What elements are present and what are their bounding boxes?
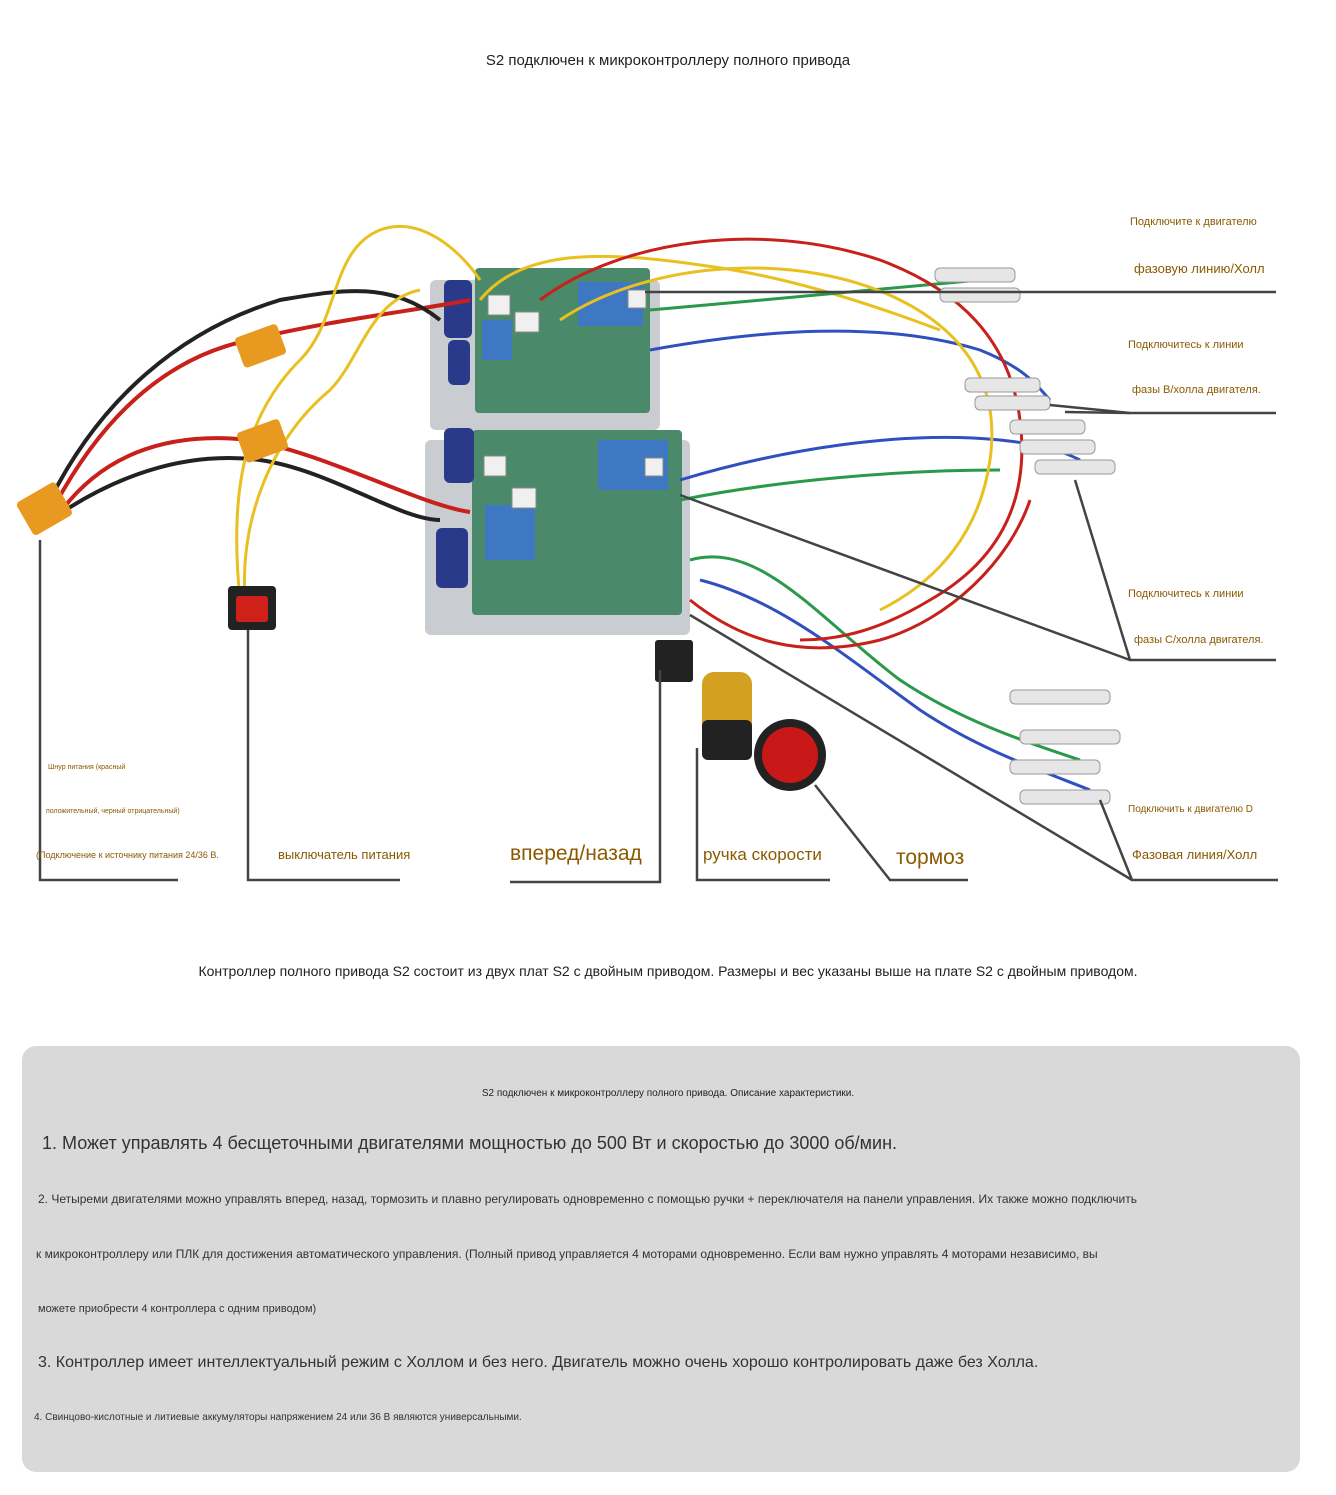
board-connector-2 [514, 311, 540, 333]
feature-item-3: 3. Контроллер имеет интеллектуальный реж… [38, 1354, 1039, 1371]
leader-direction [510, 670, 662, 884]
leader-switch [246, 630, 400, 882]
board-connector-4 [483, 455, 507, 477]
leader-power [38, 540, 178, 882]
label-brake: тормоз [896, 846, 965, 869]
power-switch-rocker [236, 596, 268, 622]
features-panel [22, 1046, 1300, 1472]
label-phase-b-line1: Подключитесь к линии [1128, 339, 1244, 351]
label-direction: вперед/назад [510, 842, 642, 865]
capacitor-4 [436, 528, 468, 588]
direction-switch [655, 640, 693, 682]
leader-phase-c [1073, 479, 1276, 662]
feature-item-4: 4. Свинцово-кислотные и литиевые аккумул… [34, 1412, 522, 1423]
label-phase-b-line2: фазы B/холла двигателя. [1132, 384, 1261, 396]
throttle-base [702, 720, 752, 760]
label-phase-a-line2: фазовую линию/Холл [1134, 261, 1265, 276]
xt60-connector-2 [236, 419, 288, 463]
xt60-connector-1 [234, 324, 286, 368]
figure-caption: Контроллер полного привода S2 состоит из… [198, 963, 1138, 979]
sub-board-3 [482, 320, 512, 360]
label-power-line2: положительный, черный отрицательный) [46, 808, 180, 815]
capacitor-1 [444, 280, 472, 338]
leader-brake [814, 784, 968, 882]
brake-button [762, 727, 818, 783]
capacitor-3 [444, 428, 474, 483]
label-phase-c-line2: фазы C/холла двигателя. [1134, 634, 1264, 646]
board-connector-3 [627, 289, 647, 309]
label-throttle: ручка скорости [703, 845, 822, 864]
label-phase-a-line1: Подключите к двигателю [1130, 216, 1257, 228]
feature-item-1: 1. Может управлять 4 бесщеточными двигат… [42, 1133, 898, 1153]
feature-item-2b: к микроконтроллеру или ПЛК для достижени… [36, 1247, 1098, 1261]
xt60-main-connector [16, 482, 72, 535]
board-connector-6 [644, 457, 664, 477]
board-connector-1 [487, 294, 511, 316]
label-power-line3: (Подключение к источнику питания 24/36 В… [36, 850, 219, 860]
label-phase-d-line2: Фазовая линия/Холл [1132, 847, 1258, 862]
wiring-diagram [16, 224, 1278, 884]
sub-board-4 [485, 505, 535, 560]
leader-throttle [695, 748, 830, 882]
label-power-line1: Шнур питания (красный [48, 764, 126, 771]
features-title: S2 подключен к микроконтроллеру полного … [481, 1088, 855, 1099]
feature-item-2a: 2. Четыреми двигателями можно управлять … [38, 1192, 1137, 1206]
label-power-switch: выключатель питания [278, 847, 411, 862]
page-title: S2 подключен к микроконтроллеру полного … [485, 52, 851, 69]
feature-item-2c: можете приобрести 4 контроллера с одним … [38, 1303, 317, 1315]
board-connector-5 [511, 487, 537, 509]
label-phase-c-line1: Подключитесь к линии [1128, 588, 1244, 600]
label-phase-d-line1: Подключить к двигателю D [1128, 804, 1254, 815]
capacitor-2 [448, 340, 470, 385]
